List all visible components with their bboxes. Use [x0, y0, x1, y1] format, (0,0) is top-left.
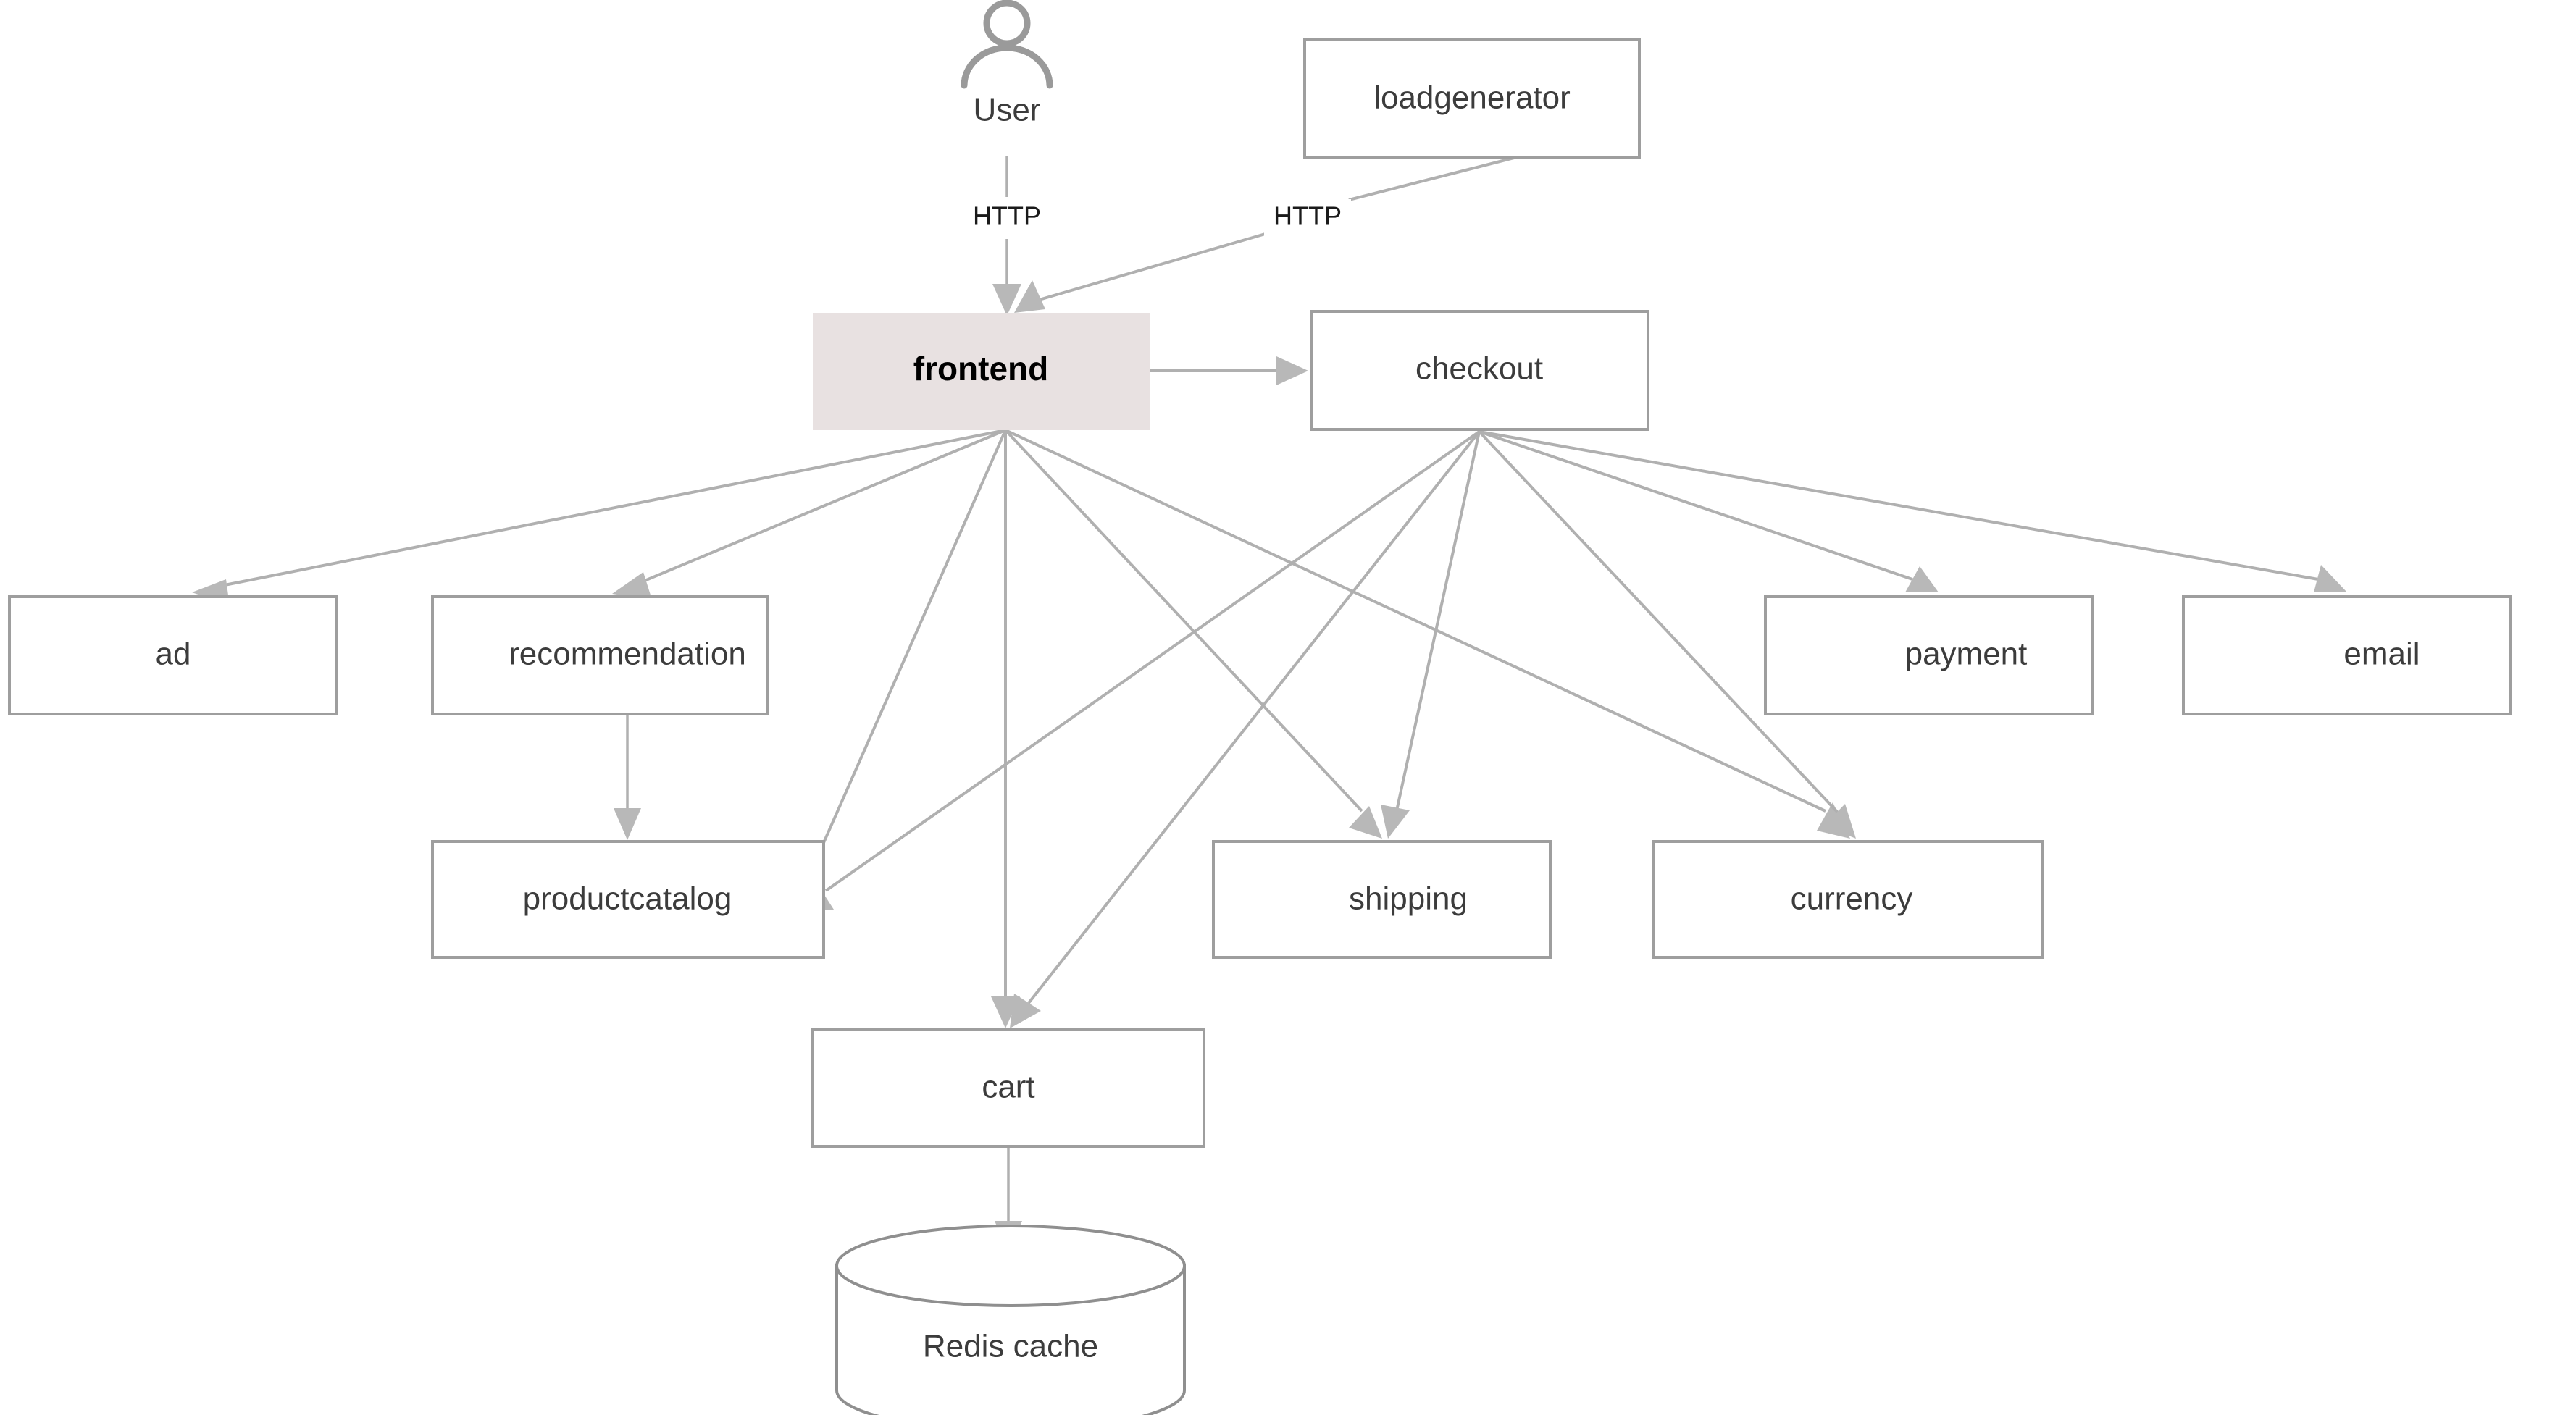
edge-user-to-frontend	[992, 156, 1021, 316]
http-label-loadgenerator: HTTP	[1274, 201, 1342, 231]
node-productcatalog[interactable]: productcatalog	[431, 840, 825, 959]
edge-checkout-to-email	[1479, 430, 2347, 592]
node-recommendation-label: recommendation	[509, 637, 746, 672]
user-actor-label: User	[974, 93, 1041, 128]
node-ad-label: ad	[156, 637, 191, 672]
node-productcatalog-label: productcatalog	[523, 881, 732, 917]
edge-checkout-to-cart	[1010, 430, 1481, 1028]
node-rediscache[interactable]: Redis cache	[835, 1225, 1186, 1415]
node-email-label: email	[2343, 637, 2420, 672]
node-recommendation[interactable]: recommendation	[431, 595, 769, 715]
edge-label-user-http: HTTP	[963, 199, 1050, 237]
edge-frontend-to-ad	[192, 429, 1006, 605]
node-rediscache-label: Redis cache	[923, 1329, 1098, 1364]
node-frontend[interactable]: frontend	[813, 313, 1150, 430]
node-shipping-label: shipping	[1349, 881, 1468, 917]
edge-checkout-to-payment	[1479, 430, 1939, 592]
edge-checkout-to-shipping	[1381, 431, 1481, 839]
node-currency[interactable]: currency	[1652, 840, 2044, 959]
node-payment-label: payment	[1905, 637, 2028, 672]
edge-frontend-to-shipping	[1004, 429, 1382, 839]
edge-recommendation-to-productcatalog	[614, 715, 641, 840]
node-checkout-label: checkout	[1415, 351, 1543, 387]
node-currency-label: currency	[1791, 881, 1913, 917]
edge-label-loadgen-http: HTTP	[1264, 199, 1351, 237]
person-icon	[961, 0, 1053, 89]
edge-loadgenerator-to-frontend	[1014, 156, 1515, 313]
edge-frontend-to-cart	[991, 430, 1020, 1028]
http-label-user: HTTP	[973, 201, 1041, 231]
edge-frontend-to-checkout	[1150, 356, 1308, 385]
node-loadgenerator-label: loadgenerator	[1373, 80, 1571, 116]
node-payment[interactable]: payment	[1764, 595, 2094, 715]
node-cart-label: cart	[982, 1070, 1034, 1105]
node-checkout[interactable]: checkout	[1310, 310, 1649, 431]
node-frontend-label: frontend	[913, 350, 1049, 387]
node-cart[interactable]: cart	[811, 1028, 1205, 1148]
node-email[interactable]: email	[2182, 595, 2512, 715]
edge-checkout-to-currency	[1478, 430, 1856, 839]
node-loadgenerator[interactable]: loadgenerator	[1303, 38, 1641, 159]
edge-frontend-to-currency	[1005, 429, 1850, 839]
node-ad[interactable]: ad	[8, 595, 338, 715]
user-actor: User	[961, 0, 1053, 128]
node-shipping[interactable]: shipping	[1212, 840, 1552, 959]
edge-frontend-to-recommendation	[612, 429, 1006, 600]
